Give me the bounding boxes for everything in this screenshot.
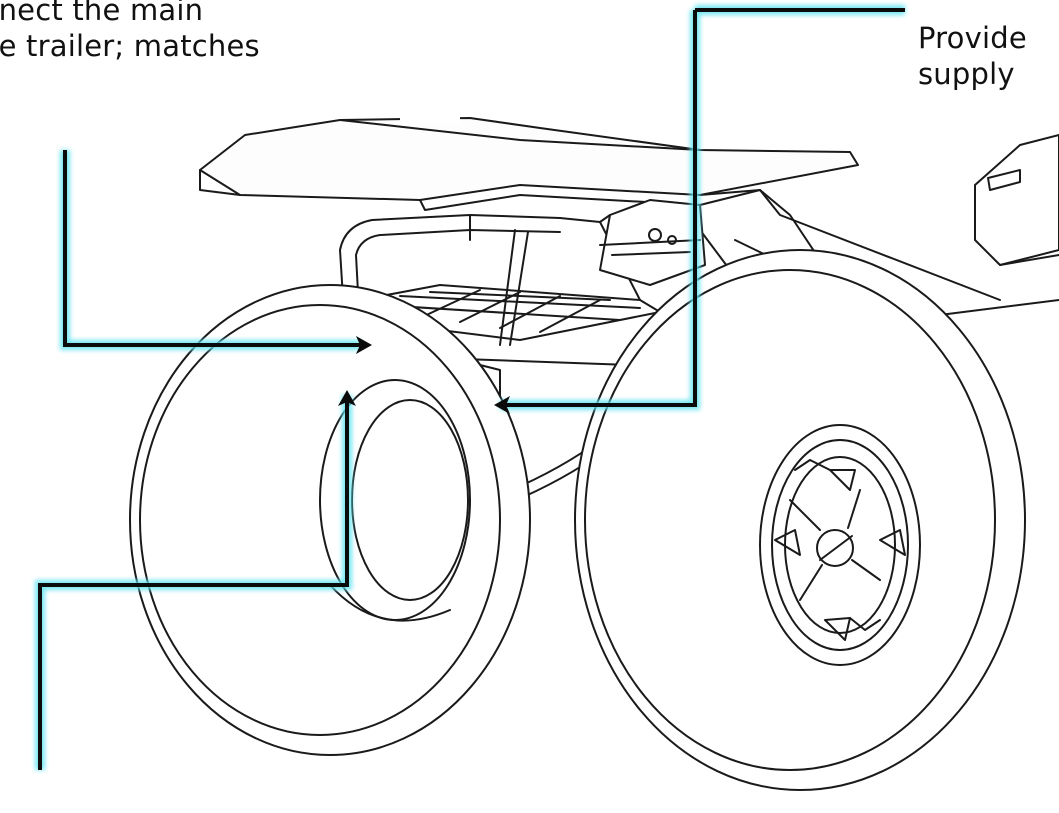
callout-line-1: nnect the main xyxy=(0,0,204,27)
leader-line-main-connector xyxy=(63,150,360,347)
callout-line-2: he trailer; matches xyxy=(0,29,260,63)
left-wheel xyxy=(129,284,531,756)
arrow-right-icon xyxy=(356,336,372,354)
rear-box xyxy=(974,134,1059,266)
leader-line-lower xyxy=(38,402,349,770)
right-wheel xyxy=(574,249,1026,791)
callout-line-2: supply xyxy=(918,57,1015,91)
callout-text-main-connector: nnect the main he trailer; matches xyxy=(0,0,260,64)
leader-lines xyxy=(35,5,905,770)
leader-line-power-supply xyxy=(506,8,905,407)
arrow-up-icon xyxy=(338,390,356,406)
battery-tray xyxy=(359,284,661,341)
image-patch xyxy=(400,100,460,125)
callout-text-power-supply: Provide supply xyxy=(918,20,1027,92)
arrow-left-icon xyxy=(494,396,510,414)
callout-line-1: Provide xyxy=(918,21,1027,55)
controller-block xyxy=(599,199,706,286)
seat xyxy=(199,117,859,211)
